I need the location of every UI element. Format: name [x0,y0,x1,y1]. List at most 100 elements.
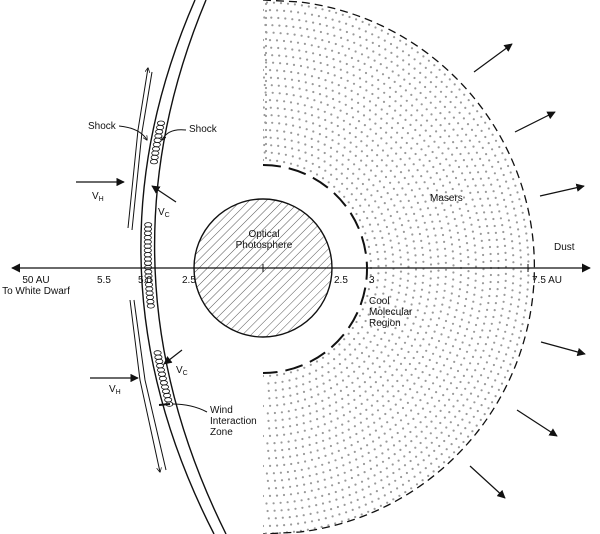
maser-dot [504,330,507,333]
maser-dot [424,416,427,419]
maser-dot [300,468,303,471]
maser-dot [494,231,497,234]
maser-dot [509,339,512,343]
maser-dot [434,85,438,88]
maser-dot [274,419,277,422]
maser-dot [400,136,404,139]
maser-dot [282,426,285,429]
maser-dot [459,380,462,384]
maser-dot [291,48,294,51]
maser-dot [489,273,492,277]
maser-dot [485,153,488,156]
maser-dot [374,293,377,296]
maser-dot [334,426,337,429]
maser-dot [345,30,348,34]
maser-dot [267,517,270,520]
maser-dot [360,131,363,134]
maser-dot [376,357,379,360]
maser-dot [352,82,356,85]
maser-dot [497,281,500,284]
maser-dot [455,309,458,312]
maser-dot [333,34,336,37]
maser-dot [443,289,446,292]
shock-loop [149,159,158,165]
maser-dot [388,105,391,108]
wind-zone-leader [171,403,208,413]
maser-dot [385,66,388,69]
maser-dot [377,206,380,209]
maser-dot [278,24,281,27]
flow-arrow-down-1 [129,299,160,472]
maser-dot [375,243,378,247]
maser-dot [296,369,299,372]
maser-dot [280,509,283,512]
vc-lower-arrow [163,349,183,365]
maser-dot [380,212,383,215]
maser-dot [350,107,354,110]
maser-dot [505,180,508,183]
maser-dot [362,372,365,375]
maser-dot [270,114,273,117]
maser-dot [430,462,433,465]
maser-dot [367,56,370,59]
maser-dot [342,496,345,499]
maser-dot [444,268,448,271]
maser-dot [296,41,300,44]
maser-dot [527,274,530,277]
maser-dot [401,483,405,486]
maser-dot [323,423,326,426]
maser-dot [419,344,422,347]
maser-dot [424,467,427,470]
maser-dot [436,248,439,251]
maser-dot [290,131,293,134]
maser-dot [439,421,442,425]
maser-dot [410,303,413,306]
maser-dot [392,187,395,190]
dust-arrow-6 [469,465,506,499]
maser-dot [438,220,441,223]
maser-dot [354,50,357,53]
maser-dot [303,135,307,138]
maser-dot [264,149,268,153]
maser-dot [406,317,409,320]
maser-dot [460,189,463,192]
maser-dot [495,295,498,298]
maser-dot [328,9,331,12]
maser-dot [515,312,519,315]
maser-dot [335,168,338,171]
maser-dot [265,502,268,505]
maser-dot [484,315,487,318]
maser-dot [345,62,348,66]
maser-dot [443,208,446,212]
maser-dot [469,191,472,194]
maser-dot [347,332,350,335]
maser-dot [484,397,487,401]
maser-dot [275,39,279,42]
maser-dot [415,435,418,438]
maser-dot [411,233,414,236]
maser-dot [455,224,458,227]
maser-dot [463,93,466,96]
maser-dot [480,115,483,118]
maser-dot [425,305,428,308]
maser-dot [304,12,307,15]
maser-dot [510,240,514,243]
maser-dot [470,337,473,340]
maser-dot [327,461,330,464]
maser-dot [370,306,373,310]
maser-dot [371,84,374,87]
maser-dot [264,44,268,48]
maser-dot [432,382,435,385]
tick-label-3: 3 [369,275,375,286]
maser-dot [412,322,415,325]
maser-dot [267,382,270,385]
maser-dot [407,169,410,172]
maser-dot [308,380,311,383]
maser-dot [418,187,421,190]
maser-dot [488,238,491,242]
maser-dot [420,451,423,454]
maser-dot [358,77,362,80]
maser-dot [484,218,487,221]
maser-dot [429,249,432,252]
maser-dot [477,218,480,222]
